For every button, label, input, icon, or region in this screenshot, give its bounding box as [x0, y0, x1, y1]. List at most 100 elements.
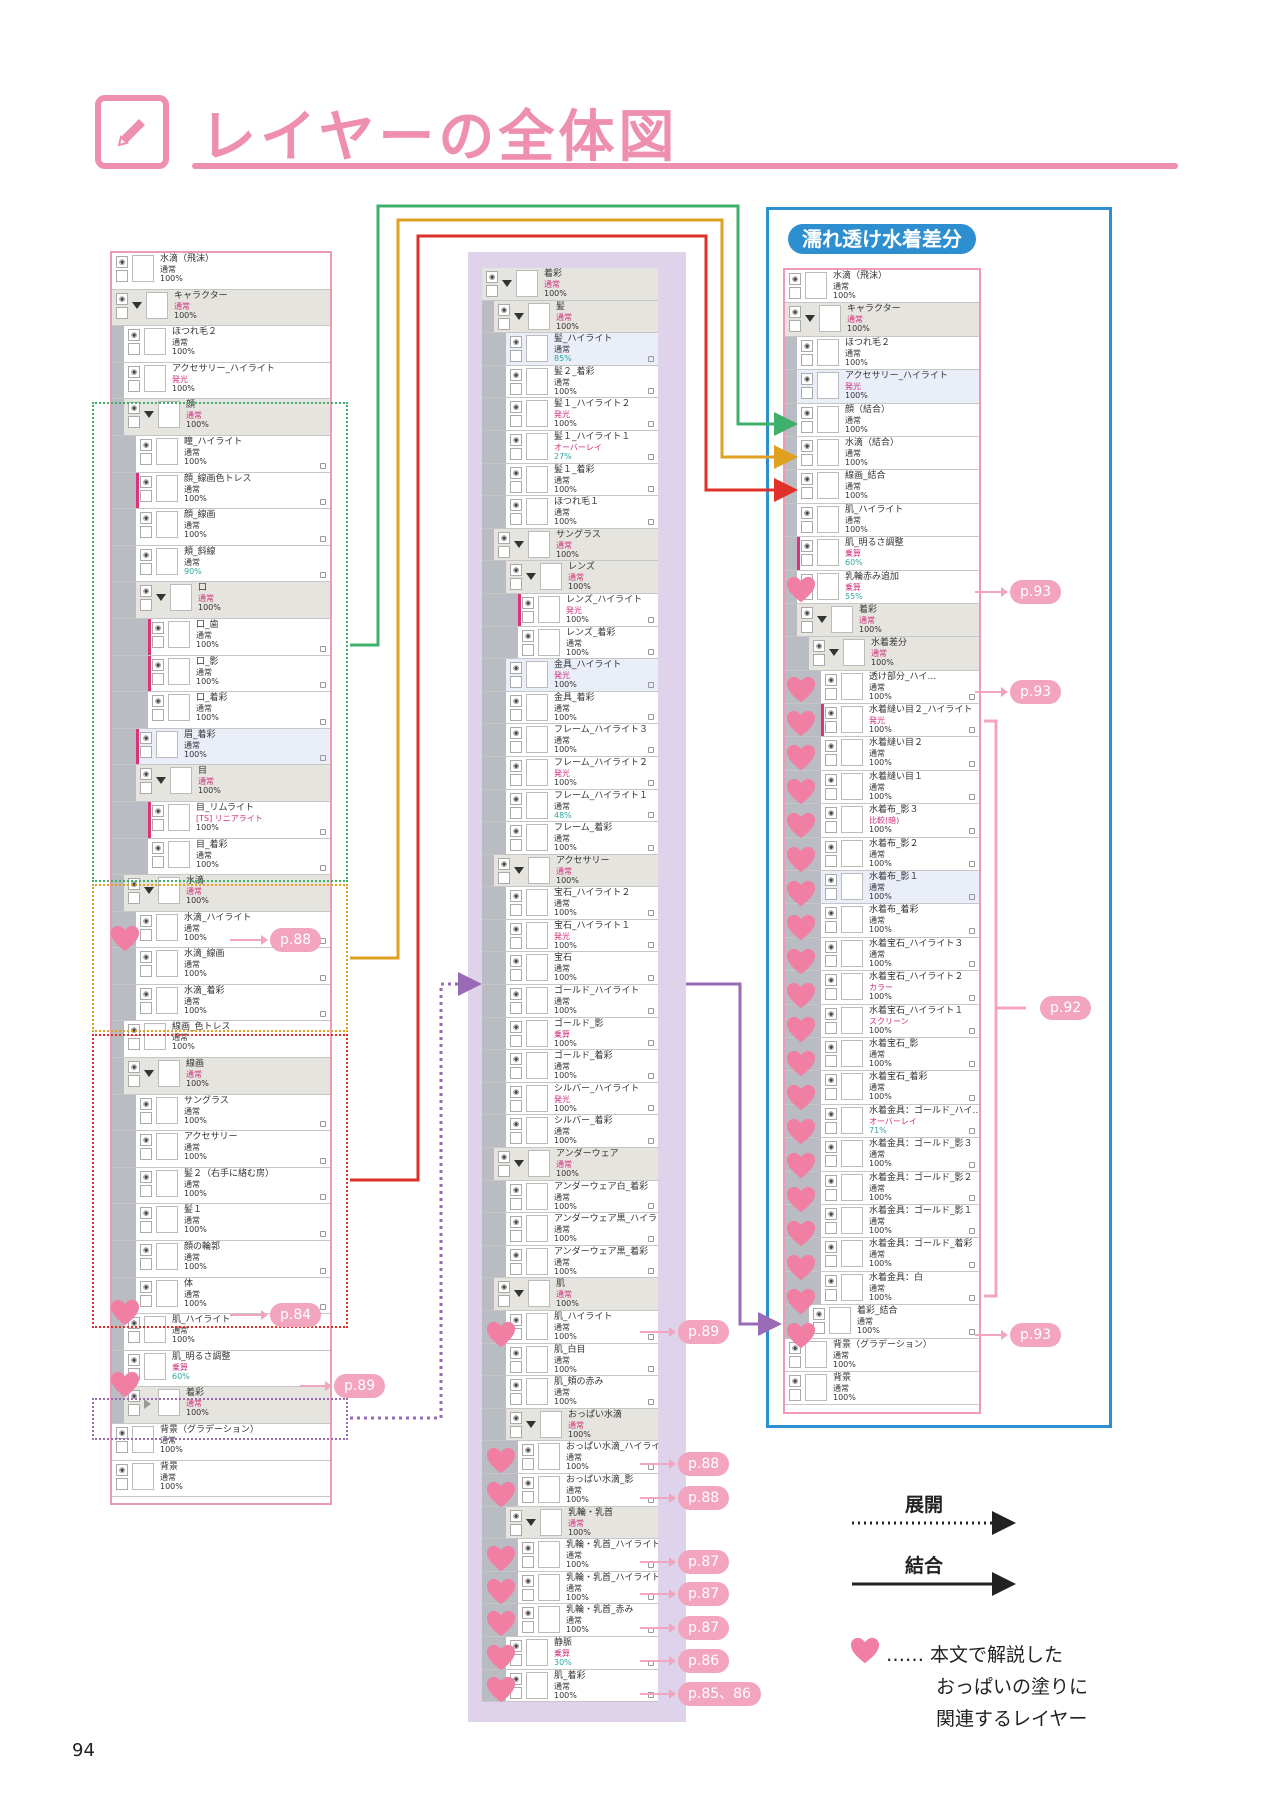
page-reference-badge[interactable]: p.88 — [678, 1452, 730, 1476]
visibility-eye-icon[interactable]: ◉ — [825, 1141, 837, 1154]
layer-checkbox[interactable] — [140, 928, 152, 941]
layer-checkbox[interactable] — [116, 1477, 128, 1490]
layer-checkbox[interactable] — [510, 415, 522, 428]
layer-checkbox[interactable] — [510, 741, 522, 754]
visibility-eye-icon[interactable]: ◉ — [152, 695, 164, 708]
page-reference-badge[interactable]: p.84 — [270, 1303, 322, 1327]
layer-checkbox[interactable] — [498, 871, 510, 884]
visibility-eye-icon[interactable]: ◉ — [510, 1379, 522, 1392]
visibility-eye-icon[interactable]: ◉ — [128, 329, 140, 342]
visibility-eye-icon[interactable]: ◉ — [510, 564, 522, 577]
visibility-eye-icon[interactable]: ◉ — [510, 759, 522, 772]
visibility-eye-icon[interactable]: ◉ — [801, 339, 813, 352]
visibility-eye-icon[interactable]: ◉ — [140, 548, 152, 561]
layer-checkbox[interactable] — [510, 708, 522, 721]
layer-checkbox[interactable] — [801, 387, 813, 400]
layer-checkbox[interactable] — [128, 379, 140, 392]
visibility-eye-icon[interactable]: ◉ — [510, 1216, 522, 1229]
layer-checkbox[interactable] — [510, 969, 522, 982]
layer-checkbox[interactable] — [140, 782, 152, 795]
visibility-eye-icon[interactable]: ◉ — [825, 807, 837, 820]
visibility-eye-icon[interactable]: ◉ — [801, 540, 813, 553]
layer-checkbox[interactable] — [140, 1001, 152, 1014]
layer-checkbox[interactable] — [140, 745, 152, 758]
visibility-eye-icon[interactable]: ◉ — [522, 1607, 534, 1620]
layer-checkbox[interactable] — [510, 382, 522, 395]
layer-checkbox[interactable] — [801, 520, 813, 533]
layer-checkbox[interactable] — [813, 654, 825, 667]
layer-checkbox[interactable] — [152, 635, 164, 648]
layer-checkbox[interactable] — [510, 1230, 522, 1243]
visibility-eye-icon[interactable]: ◉ — [825, 1040, 837, 1053]
layer-checkbox[interactable] — [140, 1148, 152, 1161]
layer-checkbox[interactable] — [128, 1404, 140, 1417]
page-reference-badge[interactable]: p.85、86 — [678, 1682, 761, 1706]
visibility-eye-icon[interactable]: ◉ — [140, 1097, 152, 1110]
visibility-eye-icon[interactable]: ◉ — [522, 629, 534, 642]
page-reference-badge[interactable]: p.89 — [334, 1374, 386, 1398]
visibility-eye-icon[interactable]: ◉ — [498, 857, 510, 870]
visibility-eye-icon[interactable]: ◉ — [801, 406, 813, 419]
visibility-eye-icon[interactable]: ◉ — [801, 606, 813, 619]
layer-checkbox[interactable] — [801, 420, 813, 433]
visibility-eye-icon[interactable]: ◉ — [510, 988, 522, 1001]
layer-checkbox[interactable] — [825, 854, 837, 867]
layer-checkbox[interactable] — [510, 480, 522, 493]
visibility-eye-icon[interactable]: ◉ — [116, 1463, 128, 1476]
layer-checkbox[interactable] — [498, 1165, 510, 1178]
layer-checkbox[interactable] — [510, 839, 522, 852]
layer-checkbox[interactable] — [128, 343, 140, 356]
layer-checkbox[interactable] — [510, 513, 522, 526]
visibility-eye-icon[interactable]: ◉ — [510, 1248, 522, 1261]
visibility-eye-icon[interactable]: ◉ — [152, 841, 164, 854]
visibility-eye-icon[interactable]: ◉ — [510, 825, 522, 838]
layer-checkbox[interactable] — [510, 806, 522, 819]
layer-checkbox[interactable] — [825, 988, 837, 1001]
layer-checkbox[interactable] — [510, 578, 522, 591]
chevron-down-icon[interactable] — [526, 573, 536, 581]
visibility-eye-icon[interactable]: ◉ — [789, 273, 801, 285]
visibility-eye-icon[interactable]: ◉ — [498, 531, 510, 544]
visibility-eye-icon[interactable]: ◉ — [510, 922, 522, 935]
visibility-eye-icon[interactable]: ◉ — [522, 1542, 534, 1555]
visibility-eye-icon[interactable]: ◉ — [789, 1374, 801, 1387]
visibility-eye-icon[interactable]: ◉ — [128, 1061, 140, 1074]
layer-checkbox[interactable] — [801, 487, 813, 500]
visibility-eye-icon[interactable]: ◉ — [813, 640, 825, 653]
visibility-eye-icon[interactable]: ◉ — [140, 1134, 152, 1147]
visibility-eye-icon[interactable]: ◉ — [140, 438, 152, 451]
visibility-eye-icon[interactable]: ◉ — [510, 955, 522, 968]
visibility-eye-icon[interactable]: ◉ — [152, 621, 164, 634]
